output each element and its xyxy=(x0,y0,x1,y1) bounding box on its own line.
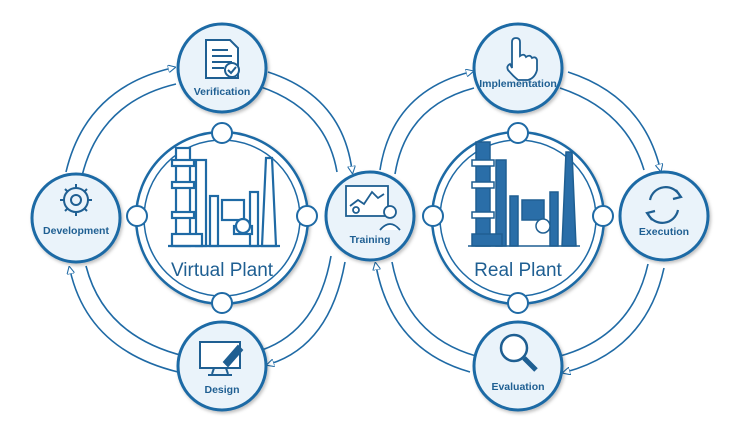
checklist-document-icon xyxy=(205,39,240,79)
gear-icon xyxy=(60,184,92,216)
node-design: Design xyxy=(176,320,268,412)
connector-dot xyxy=(211,122,233,144)
node-development: Development xyxy=(30,172,122,264)
presentation-screen-icon xyxy=(345,185,401,231)
development-label: Development xyxy=(43,225,109,237)
execution-label: Execution xyxy=(639,226,689,238)
industrial-plant-solid-icon xyxy=(468,141,580,247)
node-training: Training xyxy=(324,170,416,262)
connector-dot xyxy=(507,122,529,144)
connector-dot xyxy=(592,205,614,227)
node-verification: Verification xyxy=(176,22,268,114)
arc-verification-to-training xyxy=(267,71,352,170)
arc-development-to-verification xyxy=(65,68,172,173)
design-label: Design xyxy=(204,384,239,396)
virtual-cycle-arrows xyxy=(65,68,352,373)
verification-label: Verification xyxy=(194,86,251,98)
connector-dot xyxy=(507,292,529,314)
virtual-plant-hub: Virtual Plant xyxy=(126,122,318,314)
industrial-plant-outline-icon xyxy=(168,146,280,248)
connector-dot xyxy=(296,205,318,227)
connector-dot xyxy=(422,205,444,227)
connector-dot xyxy=(211,292,233,314)
node-execution: Execution xyxy=(618,170,710,262)
connector-dot xyxy=(126,205,148,227)
implementation-label: Implementation xyxy=(479,78,557,90)
monitor-pen-icon xyxy=(199,341,244,376)
arc-execution-to-evaluation xyxy=(566,267,665,372)
evaluation-label: Evaluation xyxy=(491,381,544,393)
pointing-hand-icon xyxy=(506,37,538,81)
real-plant-hub: Real Plant xyxy=(422,122,614,314)
arc-design-to-development xyxy=(70,270,179,373)
arc-training-to-design xyxy=(270,261,346,364)
cycle-arrows-icon xyxy=(645,186,683,224)
arc-implementation-to-execution xyxy=(567,71,660,168)
arc-training-to-implementation xyxy=(379,72,470,171)
training-label: Training xyxy=(350,234,391,246)
virtual-plant-label: Virtual Plant xyxy=(171,260,274,281)
real-cycle-arrows xyxy=(376,71,665,373)
arc-evaluation-to-training xyxy=(376,266,471,373)
node-implementation: Implementation xyxy=(472,22,564,114)
magnifier-icon xyxy=(499,333,538,372)
real-plant-label: Real Plant xyxy=(474,260,562,281)
node-evaluation: Evaluation xyxy=(472,320,564,412)
